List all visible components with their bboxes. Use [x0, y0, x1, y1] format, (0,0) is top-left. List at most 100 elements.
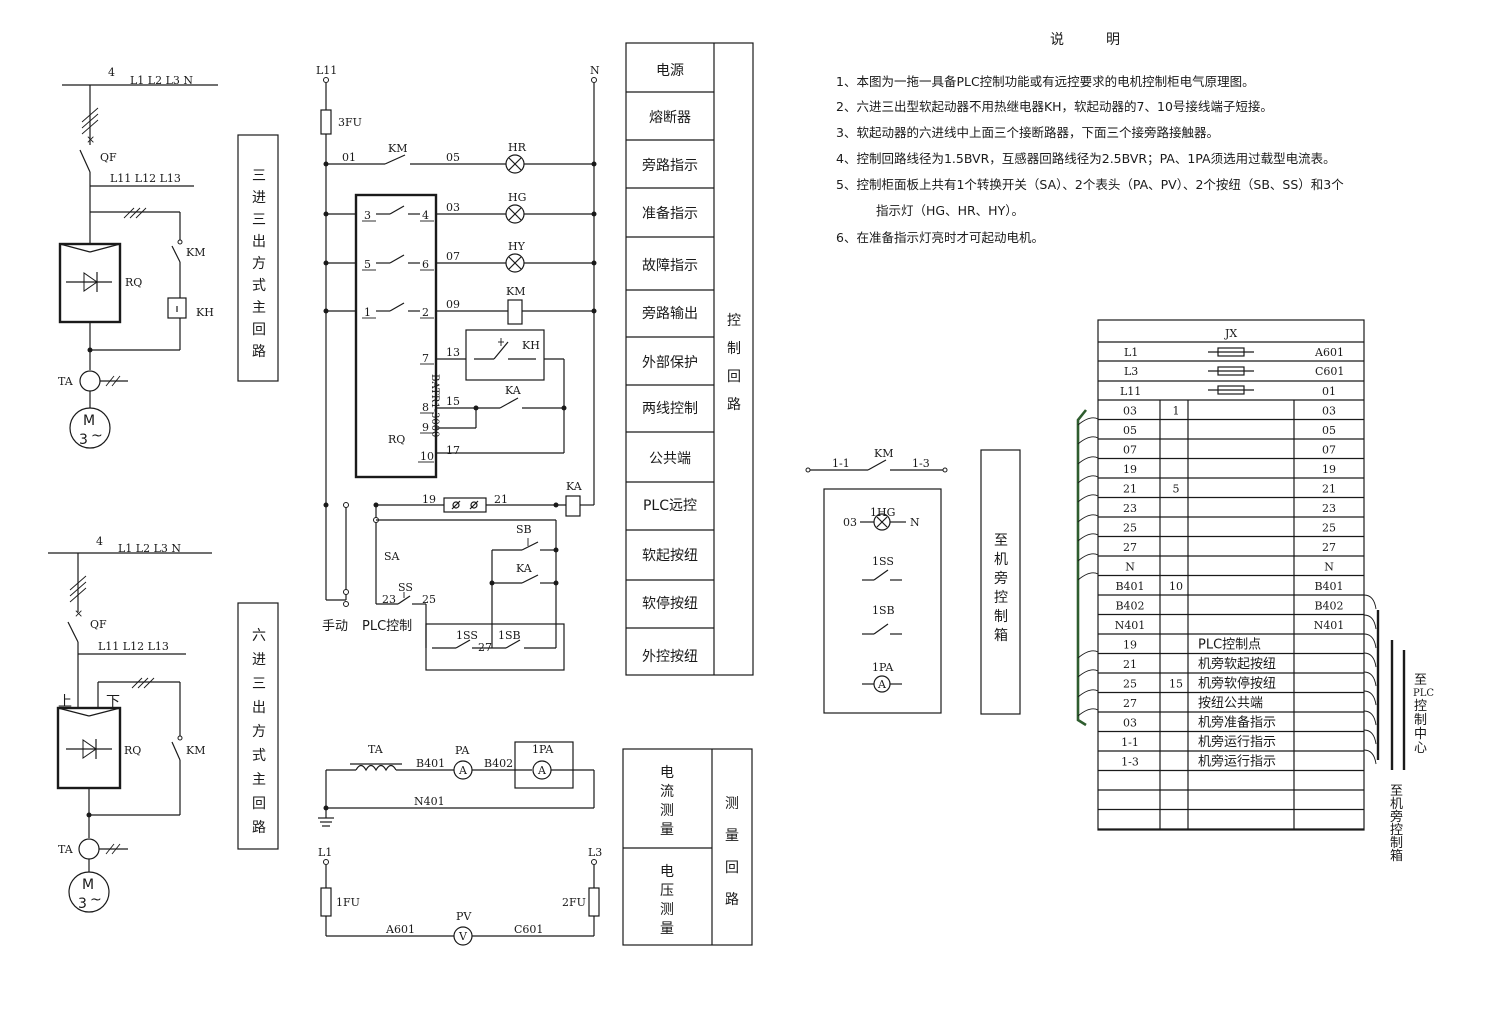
svg-text:制: 制 [994, 609, 1008, 625]
svg-text:1-1: 1-1 [832, 457, 850, 470]
svg-text:4: 4 [96, 535, 103, 548]
svg-text:RQ: RQ [388, 433, 405, 446]
func-row: PLC远控 [643, 498, 697, 514]
svg-text:TA: TA [58, 375, 74, 388]
terminal-cell: 19 [1123, 463, 1137, 476]
svg-text:三: 三 [252, 212, 266, 228]
svg-text:测: 测 [660, 902, 674, 918]
svg-text:B402: B402 [484, 757, 513, 770]
svg-text:量: 量 [660, 921, 674, 937]
svg-text:机: 机 [1390, 797, 1403, 812]
svg-text:控: 控 [994, 590, 1008, 606]
notes-title: 说 明 [1050, 32, 1120, 48]
svg-text:路: 路 [725, 892, 739, 908]
svg-text:制: 制 [1414, 713, 1427, 728]
fuse-left: L11 [1120, 385, 1141, 398]
svg-text:RQ: RQ [124, 744, 141, 757]
svg-text:进: 进 [252, 190, 266, 206]
func-row: 外控按纽 [642, 649, 698, 665]
terminal-cell: 25 [1322, 522, 1336, 535]
svg-text:C601: C601 [514, 923, 543, 936]
svg-text:L11 L12 L13: L11 L12 L13 [98, 640, 169, 653]
svg-text:机: 机 [994, 552, 1008, 568]
notes: 说 明 1、本图为一拖一具备PLC控制功能或有远控要求的电机控制柜电气原理图。 … [836, 32, 1344, 245]
func-row: 软停按纽 [642, 595, 698, 612]
svg-text:4: 4 [422, 209, 429, 222]
svg-text:控: 控 [1414, 699, 1427, 714]
svg-text:HG: HG [508, 191, 526, 204]
svg-text:主: 主 [252, 300, 266, 316]
svg-text:回: 回 [252, 796, 266, 812]
terminal-cell: 03 [1322, 405, 1336, 418]
svg-text:至: 至 [994, 533, 1008, 549]
terminal-cell: 1-3 [1121, 756, 1139, 769]
svg-text:量: 量 [725, 828, 739, 844]
svg-text:TA: TA [58, 843, 74, 856]
svg-text:A: A [877, 678, 887, 691]
terminal-cell: 10 [1169, 580, 1183, 593]
terminal-cell: 机旁软停按纽 [1198, 676, 1276, 692]
svg-text:23: 23 [382, 593, 396, 606]
svg-text:1: 1 [364, 306, 371, 319]
svg-text:L1 L2 L3 N: L1 L2 L3 N [118, 542, 181, 555]
control-function-table: 电源 熔断器 旁路指示 准备指示 故障指示 旁路输出 外部保护 两线控制 公共端… [625, 42, 754, 676]
svg-text:07: 07 [446, 250, 460, 263]
terminal-cell: B402 [1314, 600, 1343, 613]
svg-text:L11 L12 L13: L11 L12 L13 [110, 172, 181, 185]
terminal-cell: 23 [1322, 502, 1336, 515]
terminal-cell: 21 [1123, 483, 1137, 496]
note-item: 指示灯（HG、HR、HY）。 [876, 203, 1024, 218]
svg-text:01: 01 [342, 151, 356, 164]
svg-text:KM: KM [186, 744, 205, 757]
terminal-cell: 07 [1322, 444, 1336, 457]
svg-text:2FU: 2FU [562, 896, 586, 909]
terminal-cell: 1 [1173, 405, 1180, 418]
svg-text:7: 7 [422, 352, 429, 365]
svg-text:KM: KM [388, 142, 407, 155]
control-circuit: L11 N 3FU 01 KM 05 HR 3 4 5 6 1 2 7 8 9 … [316, 64, 600, 671]
terminal-cell: 机旁运行指示 [1198, 754, 1276, 770]
svg-text:1-3: 1-3 [912, 457, 930, 470]
svg-text:~: ~ [91, 428, 103, 444]
note-item: 4、控制回路线径为1.5BVR，互感器回路线径为2.5BVR；PA、1PA须选用… [836, 151, 1336, 166]
svg-text:N: N [910, 516, 920, 529]
svg-text:1PA: 1PA [532, 743, 554, 756]
svg-text:L1: L1 [318, 846, 332, 859]
terminal-cell: 03 [1123, 717, 1137, 730]
terminal-cell: N [1324, 561, 1334, 574]
svg-text:SA: SA [384, 550, 401, 563]
svg-text:QF: QF [100, 151, 117, 164]
svg-text:三: 三 [252, 168, 266, 184]
svg-text:B401: B401 [416, 757, 445, 770]
svg-text:A: A [537, 764, 547, 777]
fuse-right: C601 [1315, 365, 1344, 378]
svg-text:HR: HR [508, 141, 527, 154]
terminal-cell: B401 [1314, 580, 1343, 593]
svg-text:至: 至 [1414, 673, 1427, 688]
func-row: 外部保护 [642, 355, 698, 371]
svg-text:M: M [83, 413, 95, 429]
note-item: 1、本图为一拖一具备PLC控制功能或有远控要求的电机控制柜电气原理图。 [836, 74, 1255, 89]
svg-text:进: 进 [252, 652, 266, 668]
func-row: 故障指示 [642, 258, 698, 274]
svg-text:主: 主 [252, 772, 266, 788]
svg-text:L1 L2 L3 N: L1 L2 L3 N [130, 74, 193, 87]
svg-text:2: 2 [422, 306, 429, 319]
svg-text:压: 压 [660, 883, 674, 899]
fuse-left: L3 [1124, 365, 1138, 378]
svg-text:PLC: PLC [1413, 688, 1434, 699]
svg-text:KH: KH [522, 339, 540, 352]
terminal-cell: 15 [1169, 678, 1183, 691]
svg-text:手动: 手动 [322, 619, 348, 634]
func-row: 旁路指示 [642, 157, 698, 174]
svg-text:上: 上 [58, 694, 72, 710]
func-row: 熔断器 [649, 110, 691, 126]
svg-text:控: 控 [727, 313, 741, 329]
terminal-cell: 27 [1322, 541, 1336, 554]
svg-text:至: 至 [1390, 784, 1403, 799]
svg-text:方: 方 [252, 256, 266, 272]
svg-text:3: 3 [79, 432, 88, 448]
